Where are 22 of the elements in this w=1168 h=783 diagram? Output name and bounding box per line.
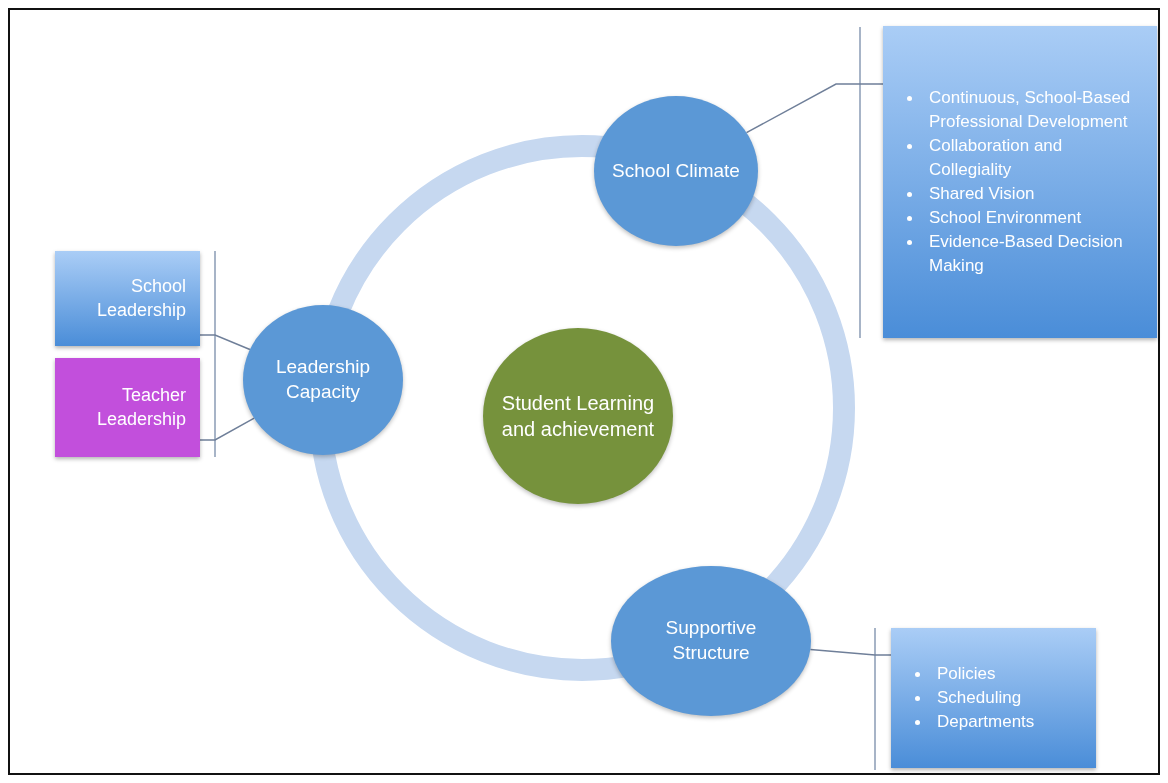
node-label: School Leadership	[95, 275, 186, 322]
connector-line	[199, 417, 255, 441]
node-label: School Climate	[611, 158, 741, 183]
list-item: School Environment	[905, 206, 1145, 230]
list-item: Policies	[913, 662, 1084, 686]
node-label: Supportive Structure	[664, 616, 758, 665]
node-label: Teacher Leadership	[95, 384, 186, 431]
connector-line	[809, 648, 892, 656]
list-box	[891, 628, 1096, 768]
list-item: Departments	[913, 710, 1084, 734]
list-item: Collaboration and Collegiality	[905, 134, 1145, 182]
connector-line	[199, 334, 251, 351]
node-label: Student Learning and achievement	[500, 391, 656, 442]
list-box	[883, 26, 1157, 338]
list-item: Scheduling	[913, 686, 1084, 710]
connector-line	[745, 83, 884, 134]
list-item: Continuous, School-Based Professional Development	[905, 86, 1145, 134]
node-label: Leadership Capacity	[275, 355, 371, 404]
list-item: Evidence-Based Decision Making	[905, 230, 1145, 278]
category-box	[55, 251, 200, 346]
category-box	[55, 358, 200, 457]
list-item: Shared Vision	[905, 182, 1145, 206]
